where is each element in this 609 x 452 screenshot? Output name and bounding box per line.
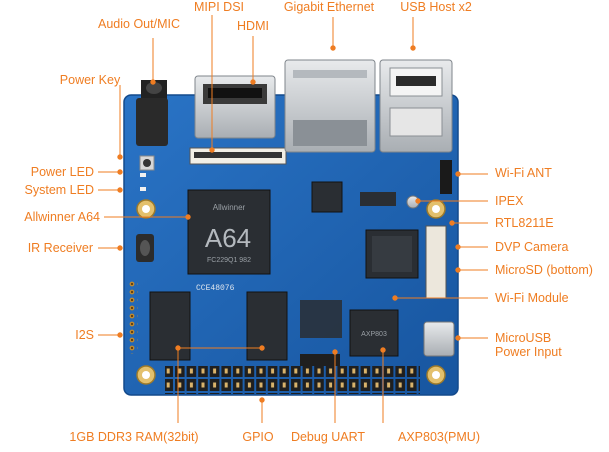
label-ir-receiver: IR Receiver [27, 241, 93, 255]
mounting-holes [136, 199, 446, 385]
debug-uart-header [300, 354, 340, 366]
label-debug-uart: Debug UART [290, 430, 366, 444]
audio-jack [136, 80, 168, 146]
hdmi-connector [194, 75, 276, 139]
label-wifi-ant: Wi-Fi ANT [495, 166, 552, 180]
ethernet-phy-ic [311, 181, 343, 213]
label-wifi-module: Wi-Fi Module [495, 291, 569, 305]
label-usb-host: USB Host x2 [400, 0, 472, 14]
label-rtl8211e: RTL8211E [495, 216, 554, 230]
label-dvp-camera: DVP Camera [495, 240, 569, 254]
label-microusb-line1: MicroUSB [495, 331, 552, 345]
svg-text:AXP803: AXP803 [361, 331, 387, 338]
label-allwinner-a64: Allwinner A64 [24, 210, 100, 224]
ram-chip-left [149, 291, 191, 361]
label-system-led: System LED [24, 183, 94, 197]
soc-code-text: FC229Q1 982 [207, 257, 251, 264]
ethernet-jack [284, 59, 376, 153]
soc-brand-text: Allwinner [213, 203, 246, 212]
label-i2s: I2S [75, 328, 94, 342]
label-gpio: GPIO [242, 430, 274, 444]
label-hdmi: HDMI [237, 19, 269, 33]
ram-chip-right [246, 291, 288, 361]
pmu-chip: AXP803 [349, 309, 399, 357]
board-code-text: CCE48076 [196, 284, 235, 293]
label-ipex: IPEX [495, 194, 524, 208]
usb-host-connector [379, 59, 453, 153]
label-audio-out-mic: Audio Out/MIC [98, 17, 180, 31]
label-mipi-dsi: MIPI DSI [193, 0, 245, 14]
power-led [140, 173, 146, 177]
label-power-led: Power LED [30, 165, 94, 179]
label-axp803-pmu: AXP803(PMU) [398, 430, 480, 444]
gpio-header [165, 366, 420, 394]
label-microusb-line2: Power Input [495, 345, 562, 359]
soc-main-text: A64 [205, 223, 251, 253]
wifi-antenna [440, 160, 452, 194]
system-led [140, 187, 146, 191]
label-microsd-bottom: MicroSD (bottom) [495, 263, 593, 277]
leader-lines [98, 15, 488, 423]
i2s-header [128, 280, 138, 354]
soc-chip: Allwinner A64 FC229Q1 982 [187, 189, 271, 275]
microusb-connector [423, 321, 455, 357]
dvp-camera-connector [425, 225, 447, 299]
label-ddr3-ram: 1GB DDR3 RAM(32bit) [69, 430, 199, 444]
label-power-key: Power Key [59, 73, 121, 87]
wifi-module [365, 229, 419, 279]
label-microusb-power-input: MicroUSB Power Input [495, 331, 562, 359]
label-gigabit-ethernet: Gigabit Ethernet [283, 0, 375, 14]
